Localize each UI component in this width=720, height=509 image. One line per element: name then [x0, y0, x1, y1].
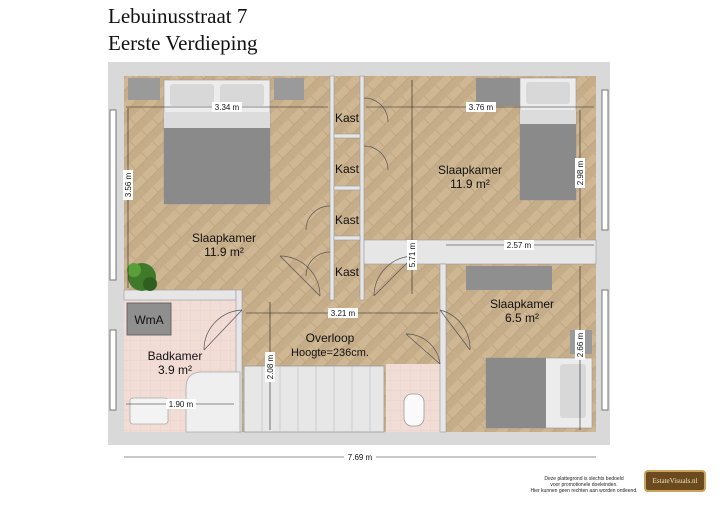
dim-376: 3.76 m [469, 103, 494, 112]
address-title: Lebuinusstraat 7 [108, 4, 248, 28]
cabinet [466, 266, 552, 290]
shower [185, 371, 241, 433]
room-name-badkamer: Badkamer [148, 349, 203, 363]
doors [203, 97, 471, 365]
kast-label: Kast [335, 111, 360, 125]
bed-right [519, 77, 577, 201]
dim-208: 2.08 m [266, 354, 275, 379]
dim-266: 2.66 m [576, 332, 585, 357]
dim-190: 1.90 m [169, 400, 194, 409]
kast-label: Kast [335, 265, 360, 279]
floor-title: Eerste Verdieping [108, 31, 258, 55]
nightstand [128, 78, 160, 100]
room-area-left: 11.9 m² [204, 245, 244, 259]
kast-label: Kast [335, 213, 360, 227]
room-name-left: Slaapkamer [192, 231, 256, 245]
room-name-overloop: Overloop [306, 331, 355, 345]
disclaimer: Deze plattegrond is slechts bedoeld voor… [530, 476, 638, 494]
bed-small [485, 357, 593, 429]
nightstand [274, 78, 304, 100]
sink [129, 397, 169, 425]
plant-icon [127, 263, 157, 291]
wma-label: WmA [134, 313, 163, 327]
dim-769: 7.69 m [348, 453, 373, 462]
estatevisuals-logo[interactable]: EstateVisuals.nl [644, 470, 706, 492]
room-name-small: Slaapkamer [490, 297, 554, 311]
room-area-badkamer: 3.9 m² [158, 363, 192, 377]
wma-box [126, 302, 172, 336]
radiator [403, 393, 425, 427]
windows [109, 89, 609, 411]
room-area-small: 6.5 m² [505, 311, 539, 325]
dim-257: 2.57 m [507, 241, 532, 250]
dim-321: 3.21 m [331, 309, 356, 318]
dim-334: 3.34 m [215, 103, 240, 112]
dim-571: 5.71 m [408, 242, 417, 267]
dresser [476, 78, 520, 106]
dim-356: 3.56 m [124, 172, 133, 197]
room-area-right: 11.9 m² [450, 177, 490, 191]
internal-walls [123, 75, 597, 433]
room-name-right: Slaapkamer [438, 163, 502, 177]
bed-left [163, 79, 271, 205]
kast-label: Kast [335, 162, 360, 176]
dim-298: 2.98 m [576, 160, 585, 185]
room-height-overloop: Hoogte=236cm. [291, 347, 369, 359]
